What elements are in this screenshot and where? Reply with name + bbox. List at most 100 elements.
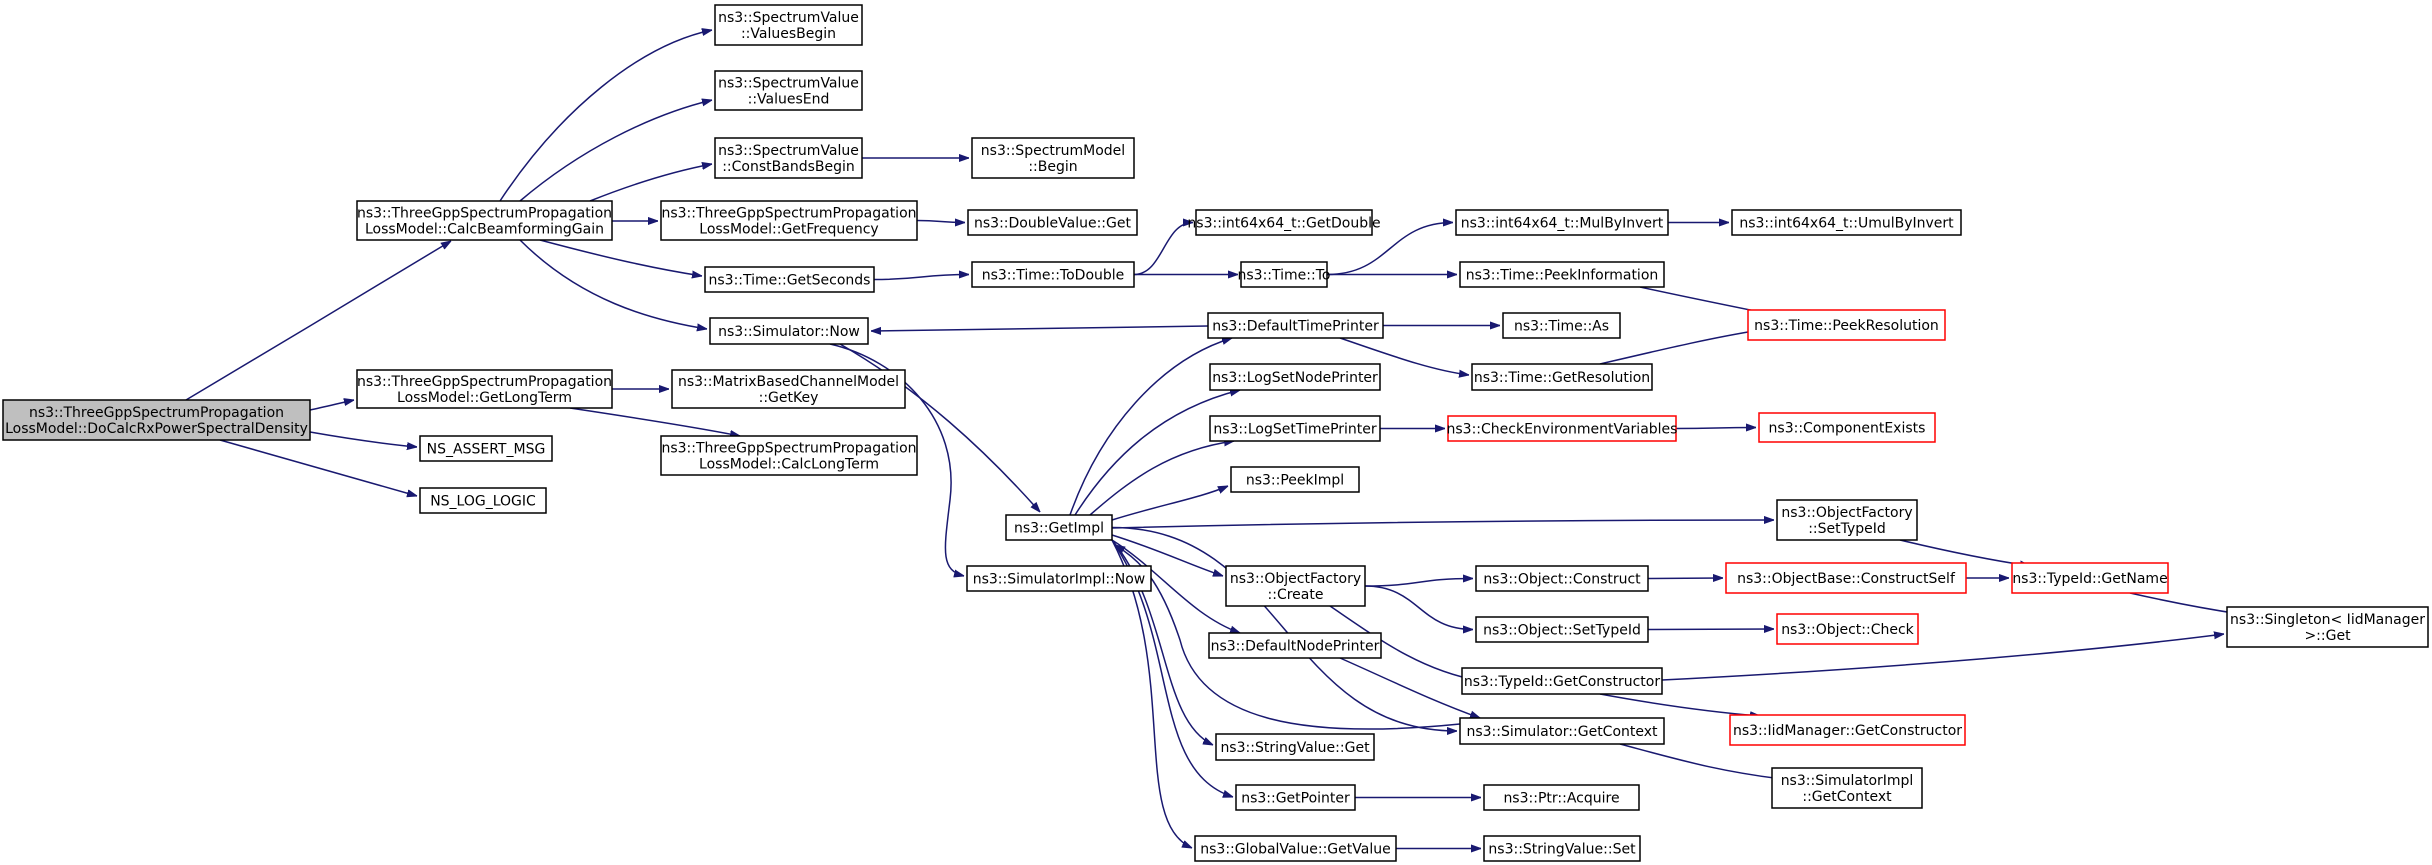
node-nsAssert[interactable]: NS_ASSERT_MSG	[419, 435, 553, 462]
node-spectrumBegin[interactable]: ns3::SpectrumModel::Begin	[971, 137, 1135, 179]
node-label: ns3::LogSetTimePrinter	[1213, 422, 1377, 438]
node-calcLong[interactable]: ns3::ThreeGppSpectrumPropagationLossMode…	[660, 435, 918, 476]
edge-defTimePrinter-to-getResolution	[1339, 337, 1469, 375]
node-label: ns3::GetPointer	[1241, 791, 1350, 807]
node-label: ns3::SpectrumValue	[718, 143, 859, 159]
node-peekInfo[interactable]: ns3::Time::PeekInformation	[1459, 261, 1665, 288]
node-label: LossModel::CalcBeamformingGain	[365, 222, 604, 238]
node-ptrAcquire[interactable]: ns3::Ptr::Acquire	[1483, 784, 1640, 811]
node-objBaseConstructSelf[interactable]: ns3::ObjectBase::ConstructSelf	[1725, 562, 1967, 594]
node-logSetTime[interactable]: ns3::LogSetTimePrinter	[1209, 415, 1381, 442]
node-mulByInvert[interactable]: ns3::int64x64_t::MulByInvert	[1455, 209, 1669, 236]
edge-timeTo-to-mulByInvert	[1326, 223, 1453, 276]
node-objFactoryCreate[interactable]: ns3::ObjectFactory::Create	[1225, 565, 1366, 607]
node-label: ns3::int64x64_t::MulByInvert	[1461, 216, 1664, 232]
node-box	[660, 435, 918, 476]
node-defNodePrinter[interactable]: ns3::DefaultNodePrinter	[1208, 632, 1382, 659]
node-checkEnv[interactable]: ns3::CheckEnvironmentVariables	[1447, 415, 1678, 442]
node-timeAs[interactable]: ns3::Time::As	[1502, 312, 1621, 339]
edge-defNodePrinter-to-simGetContext	[1339, 657, 1480, 719]
node-label: ns3::LogSetNodePrinter	[1212, 370, 1378, 386]
node-box	[1747, 309, 1946, 341]
node-objCheck[interactable]: ns3::Object::Check	[1776, 613, 1919, 645]
node-objConstruct[interactable]: ns3::Object::Construct	[1475, 565, 1649, 592]
node-label: ns3::DoubleValue::Get	[974, 216, 1131, 232]
node-label: ns3::Simulator::Now	[718, 324, 860, 340]
edge-getImpl-to-logSetNode	[1074, 390, 1240, 516]
edge-getImpl-to-peekImpl	[1111, 485, 1228, 521]
node-getSeconds[interactable]: ns3::Time::GetSeconds	[704, 266, 875, 293]
node-getPointer[interactable]: ns3::GetPointer	[1235, 784, 1356, 811]
node-peekImpl[interactable]: ns3::PeekImpl	[1230, 466, 1360, 493]
node-simGetContext[interactable]: ns3::Simulator::GetContext	[1459, 717, 1665, 745]
node-label: ns3::int64x64_t::UmulByInvert	[1739, 216, 1954, 232]
edge-objConstruct-to-objBaseConstructSelf	[1647, 578, 1723, 579]
node-simNow[interactable]: ns3::Simulator::Now	[709, 317, 869, 345]
node-root[interactable]: ns3::ThreeGppSpectrumPropagationLossMode…	[2, 399, 311, 441]
node-getResolution[interactable]: ns3::Time::GetResolution	[1471, 363, 1653, 391]
node-label: ::ValuesEnd	[748, 92, 830, 108]
node-box	[1461, 667, 1663, 695]
node-label: ns3::Time::PeekResolution	[1754, 318, 1939, 334]
edge-root-to-nsLog	[219, 439, 417, 496]
node-peekRes[interactable]: ns3::Time::PeekResolution	[1747, 309, 1946, 341]
node-globalGetValue[interactable]: ns3::GlobalValue::GetValue	[1194, 835, 1397, 862]
node-toDouble[interactable]: ns3::Time::ToDouble	[971, 261, 1135, 288]
edge-getImpl-to-simGetContext	[1111, 526, 1457, 732]
edge-checkEnv-to-compExists	[1675, 428, 1756, 429]
node-box	[1502, 312, 1621, 339]
edge-calcBeam-to-constBands	[589, 164, 712, 202]
node-box	[714, 137, 863, 179]
node-timeTo[interactable]: ns3::Time::To	[1238, 261, 1331, 288]
node-box	[714, 4, 863, 46]
node-box	[1207, 312, 1384, 339]
node-defTimePrinter[interactable]: ns3::DefaultTimePrinter	[1207, 312, 1384, 339]
node-label: ns3::Time::PeekInformation	[1466, 268, 1659, 284]
node-singletonGet[interactable]: ns3::Singleton< IidManager>::Get	[2226, 606, 2429, 648]
node-doubleGet[interactable]: ns3::DoubleValue::Get	[967, 209, 1138, 236]
node-box	[2011, 562, 2169, 594]
node-label: ns3::TypeId::GetName	[2012, 571, 2167, 587]
node-stringSet[interactable]: ns3::StringValue::Set	[1483, 835, 1641, 862]
node-label: ns3::SpectrumValue	[718, 76, 859, 92]
node-box	[1195, 209, 1373, 236]
node-getImpl[interactable]: ns3::GetImpl	[1005, 514, 1113, 541]
node-label: ns3::Object::SetTypeId	[1483, 623, 1641, 639]
node-label: ns3::Time::GetSeconds	[709, 273, 871, 289]
node-simImplNow[interactable]: ns3::SimulatorImpl::Now	[966, 565, 1152, 592]
node-box	[1240, 261, 1328, 288]
edge-objFactoryCreate-to-objSetTypeId	[1364, 585, 1473, 630]
node-label: ns3::CheckEnvironmentVariables	[1447, 422, 1678, 438]
node-umulByInvert[interactable]: ns3::int64x64_t::UmulByInvert	[1731, 209, 1962, 236]
node-matrixKey[interactable]: ns3::MatrixBasedChannelModel::GetKey	[671, 369, 906, 409]
edge-getResolution-to-peekRes	[1599, 330, 1760, 365]
node-label: ::Create	[1268, 587, 1324, 603]
node-valuesEnd[interactable]: ns3::SpectrumValue::ValuesEnd	[714, 70, 863, 111]
node-compExists[interactable]: ns3::ComponentExists	[1758, 412, 1936, 443]
node-box	[1208, 632, 1382, 659]
node-box	[1475, 616, 1649, 643]
node-label: ns3::IidManager::GetConstructor	[1733, 723, 1962, 739]
edge-toDouble-to-i64GetDouble	[1133, 223, 1194, 276]
node-simImplGetContext[interactable]: ns3::SimulatorImpl::GetContext	[1771, 767, 1923, 809]
node-objSetTypeId[interactable]: ns3::Object::SetTypeId	[1475, 616, 1649, 643]
node-objFactorySetTypeId[interactable]: ns3::ObjectFactory::SetTypeId	[1776, 499, 1918, 541]
node-logSetNode[interactable]: ns3::LogSetNodePrinter	[1209, 363, 1381, 391]
node-getFreq[interactable]: ns3::ThreeGppSpectrumPropagationLossMode…	[660, 200, 918, 241]
node-box	[356, 369, 613, 409]
node-i64GetDouble[interactable]: ns3::int64x64_t::GetDouble	[1187, 209, 1381, 236]
node-nsLog[interactable]: NS_LOG_LOGIC	[419, 487, 547, 514]
node-typeIdGetCtor[interactable]: ns3::TypeId::GetConstructor	[1461, 667, 1663, 695]
node-typeIdGetName[interactable]: ns3::TypeId::GetName	[2011, 562, 2169, 594]
node-getLongTerm[interactable]: ns3::ThreeGppSpectrumPropagationLossMode…	[356, 369, 613, 409]
node-box	[1005, 514, 1113, 541]
node-calcBeam[interactable]: ns3::ThreeGppSpectrumPropagationLossMode…	[356, 200, 613, 241]
node-box	[1731, 209, 1962, 236]
node-stringGet[interactable]: ns3::StringValue::Get	[1215, 733, 1375, 761]
edge-simNow-to-getImpl	[839, 343, 1040, 512]
edge-calcBeam-to-valuesEnd	[519, 100, 712, 202]
node-constBands[interactable]: ns3::SpectrumValue::ConstBandsBegin	[714, 137, 863, 179]
node-box	[1230, 466, 1360, 493]
node-iidMgrGetCtor[interactable]: ns3::IidManager::GetConstructor	[1729, 714, 1966, 746]
node-valuesBegin[interactable]: ns3::SpectrumValue::ValuesBegin	[714, 4, 863, 46]
